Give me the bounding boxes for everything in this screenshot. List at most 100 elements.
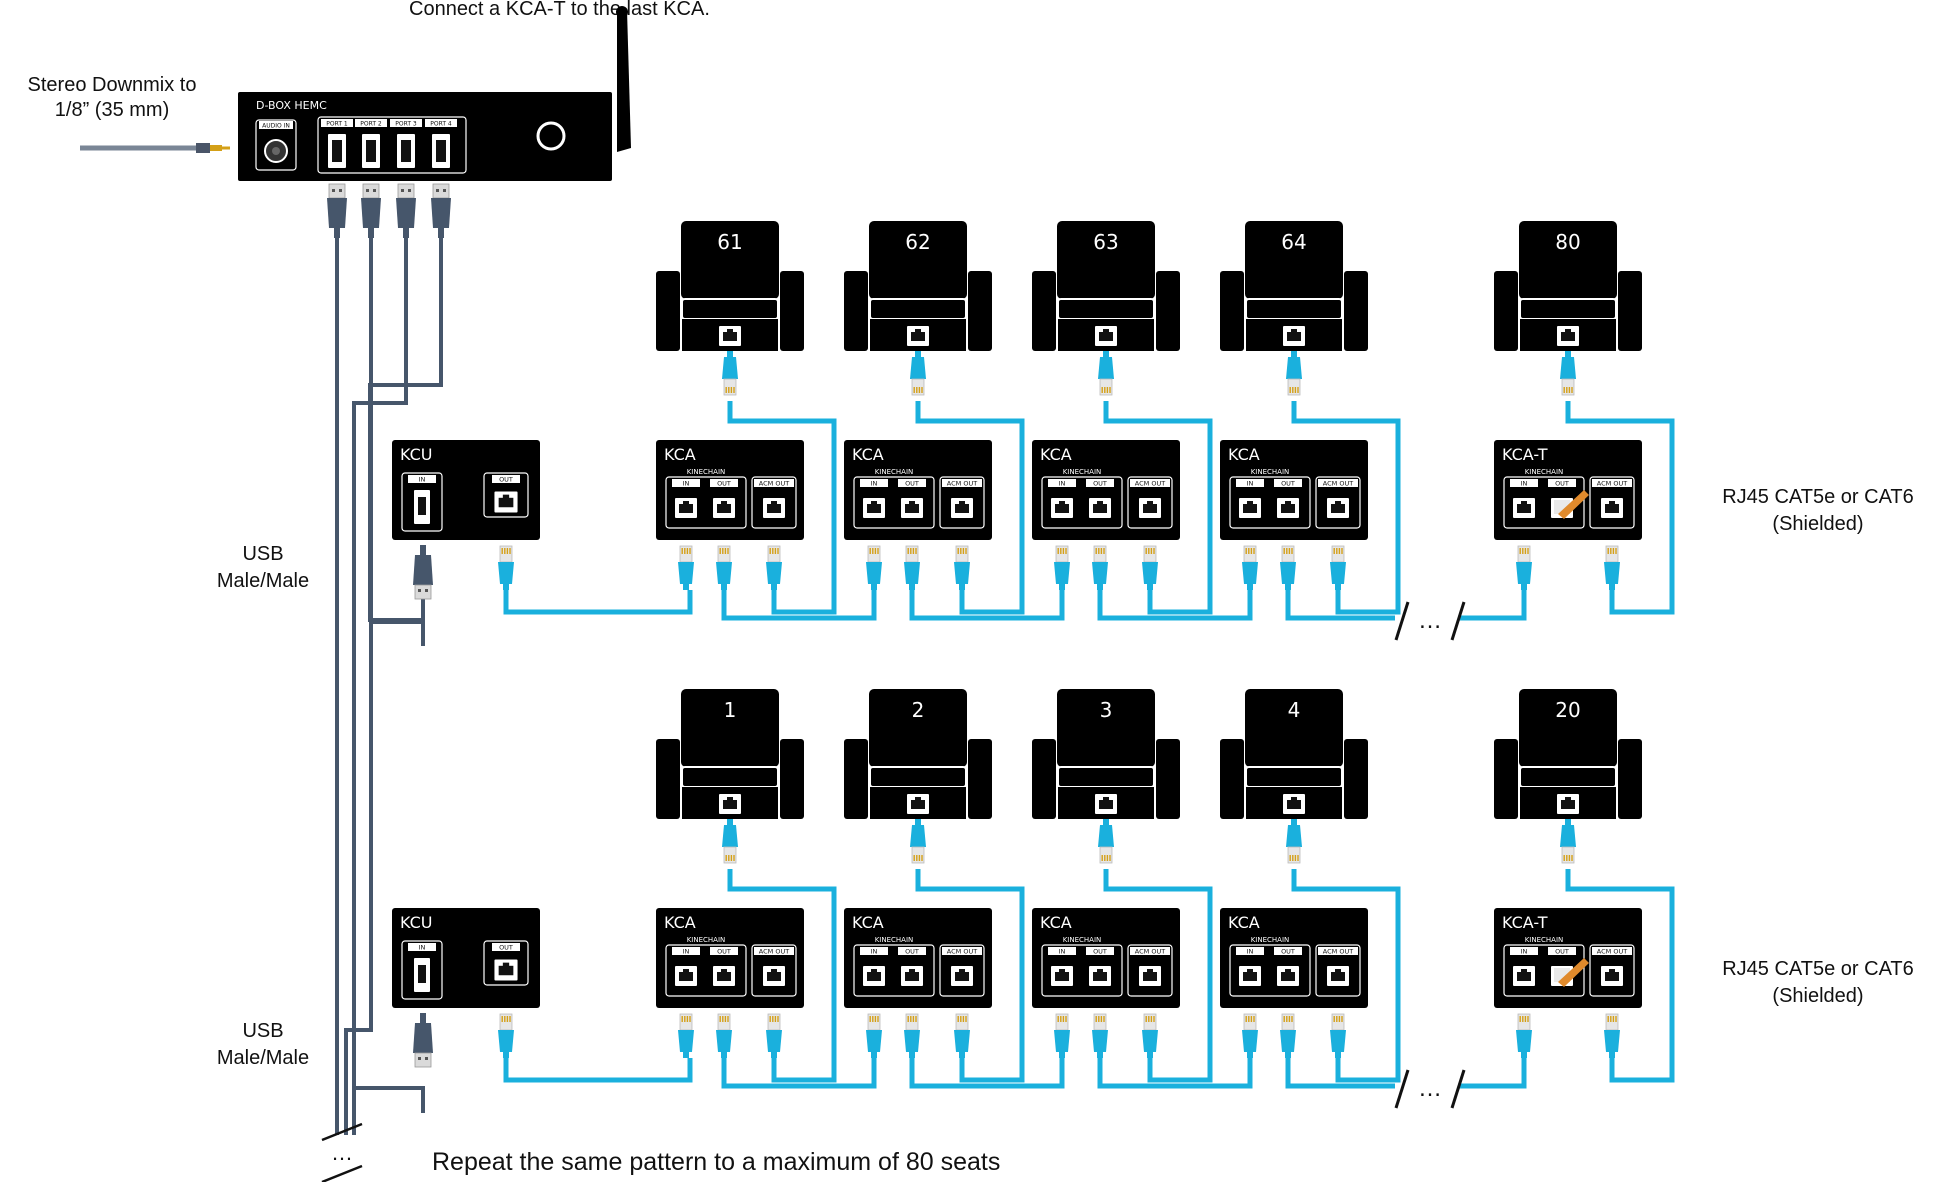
kca-t-label: KCA-T bbox=[1502, 913, 1548, 932]
kcu-in-label: IN bbox=[419, 476, 426, 484]
seat-armrest-right bbox=[1618, 271, 1642, 351]
acm-out-label: ACM OUT bbox=[1135, 480, 1165, 488]
usb-port-icon bbox=[362, 134, 380, 168]
rj45-port-icon bbox=[1327, 498, 1349, 518]
usb-port-icon bbox=[414, 958, 430, 992]
out-label: OUT bbox=[1555, 948, 1569, 956]
rj45-plug-icon bbox=[866, 1013, 882, 1058]
rj45-cable-chain bbox=[721, 1058, 877, 1089]
rj45-cable-seat-to-acm bbox=[727, 869, 837, 1083]
usb-cable-port3 bbox=[352, 238, 408, 1135]
rj45-cable-seat-to-acm bbox=[1103, 401, 1213, 615]
kinechain-label: KINECHAIN bbox=[1251, 468, 1290, 476]
seat-number: 61 bbox=[717, 230, 742, 254]
rj45-port-icon bbox=[1051, 498, 1073, 518]
out-label: OUT bbox=[905, 480, 919, 488]
cable-spec-label: RJ45 CAT5e or CAT6(Shielded) bbox=[1722, 486, 1914, 535]
trunk-ellipsis: … bbox=[321, 1122, 363, 1182]
seat-cushion bbox=[1519, 766, 1617, 788]
rj45-port-icon bbox=[1139, 498, 1161, 518]
kinechain-label: KINECHAIN bbox=[687, 936, 726, 944]
rj45-plug-icon bbox=[1330, 1013, 1346, 1058]
kca-label: KCA bbox=[1228, 913, 1260, 932]
seat-backrest bbox=[1519, 221, 1617, 299]
rj45-plug-icon bbox=[1604, 1013, 1620, 1058]
in-label: IN bbox=[871, 948, 878, 956]
in-label: IN bbox=[683, 480, 690, 488]
rj45-cable-seat-to-acm bbox=[1103, 869, 1213, 1083]
rj45-cable-seat-to-acm bbox=[915, 401, 1025, 615]
usb-cable-row2-return bbox=[354, 1086, 425, 1113]
rj45-plug-icon bbox=[1330, 545, 1346, 590]
seat-icon: 1 bbox=[656, 689, 804, 819]
seat-cushion bbox=[1245, 298, 1343, 320]
seat-number: 2 bbox=[912, 698, 925, 722]
rj45-port-icon bbox=[1239, 966, 1261, 986]
acm-frame bbox=[1315, 944, 1361, 997]
rj45-plug-icon bbox=[678, 545, 694, 590]
rj45-plug-icon bbox=[904, 1013, 920, 1058]
rj45-port-icon bbox=[1051, 966, 1073, 986]
rj45-plug-icon bbox=[1516, 1013, 1532, 1058]
power-button-icon bbox=[536, 121, 566, 151]
seat-armrest-left bbox=[656, 739, 680, 819]
seat-armrest-right bbox=[1618, 739, 1642, 819]
rj45-port-icon bbox=[494, 491, 518, 513]
acm-out-label: ACM OUT bbox=[1135, 948, 1165, 956]
seat-armrest-right bbox=[968, 271, 992, 351]
terminator-icon bbox=[1554, 490, 1589, 519]
usb-cable-port4 bbox=[368, 238, 443, 622]
seat-icon: 2 bbox=[844, 689, 992, 819]
rj45-plug-icon bbox=[1098, 819, 1114, 864]
seat-armrest-left bbox=[1220, 739, 1244, 819]
chain-ellipsis-dots: … bbox=[1418, 1075, 1442, 1102]
usb-cable-label-line: USB bbox=[242, 1020, 283, 1042]
kinechain-label: KINECHAIN bbox=[1063, 468, 1102, 476]
port-label: PORT 4 bbox=[430, 121, 452, 128]
antenna-icon bbox=[616, 6, 631, 152]
out-label: OUT bbox=[1281, 948, 1295, 956]
rj45-plug-icon bbox=[722, 819, 738, 864]
seat-armrest-left bbox=[1220, 271, 1244, 351]
port-label: PORT 2 bbox=[360, 121, 382, 128]
rj45-port-icon bbox=[675, 966, 697, 986]
rj45-plug-icon bbox=[1142, 1013, 1158, 1058]
out-label: OUT bbox=[1281, 480, 1295, 488]
kca-label: KCA bbox=[664, 913, 696, 932]
ports-frame bbox=[317, 116, 467, 174]
rj45-port-icon bbox=[713, 498, 735, 518]
rj45-plug-icon bbox=[954, 545, 970, 590]
rj45-plug-icon bbox=[1242, 545, 1258, 590]
seat-armrest-left bbox=[1494, 271, 1518, 351]
seat-armrest-left bbox=[1032, 739, 1056, 819]
usb-plug-icon bbox=[413, 545, 433, 600]
chain-ellipsis-dots: … bbox=[1418, 607, 1442, 634]
rj45-cable-seat-to-acm bbox=[1565, 869, 1675, 1083]
rj45-port-icon bbox=[951, 498, 973, 518]
acm-frame bbox=[1589, 476, 1635, 529]
kinechain-label: KINECHAIN bbox=[1525, 936, 1564, 944]
rj45-port-icon bbox=[1095, 794, 1117, 814]
kinechain-label: KINECHAIN bbox=[1251, 936, 1290, 944]
rj45-plug-icon bbox=[1286, 351, 1302, 396]
seat-armrest-left bbox=[1494, 739, 1518, 819]
rj45-plug-icon bbox=[716, 545, 732, 590]
rj45-port-icon bbox=[863, 966, 885, 986]
acm-frame bbox=[939, 944, 985, 997]
rj45-cable-chain bbox=[1458, 590, 1527, 621]
seat-icon: 61 bbox=[656, 221, 804, 351]
kcu-label: KCU bbox=[400, 445, 433, 464]
usb-port-icon bbox=[432, 134, 450, 168]
out-label: OUT bbox=[717, 480, 731, 488]
kcu-in-frame bbox=[401, 940, 443, 1000]
rj45-cable-seat-to-acm bbox=[1291, 401, 1401, 615]
seat-icon: 3 bbox=[1032, 689, 1180, 819]
rj45-port-icon bbox=[494, 959, 518, 981]
kca-label: KCA bbox=[852, 445, 884, 464]
rj45-plug-icon bbox=[1560, 351, 1576, 396]
